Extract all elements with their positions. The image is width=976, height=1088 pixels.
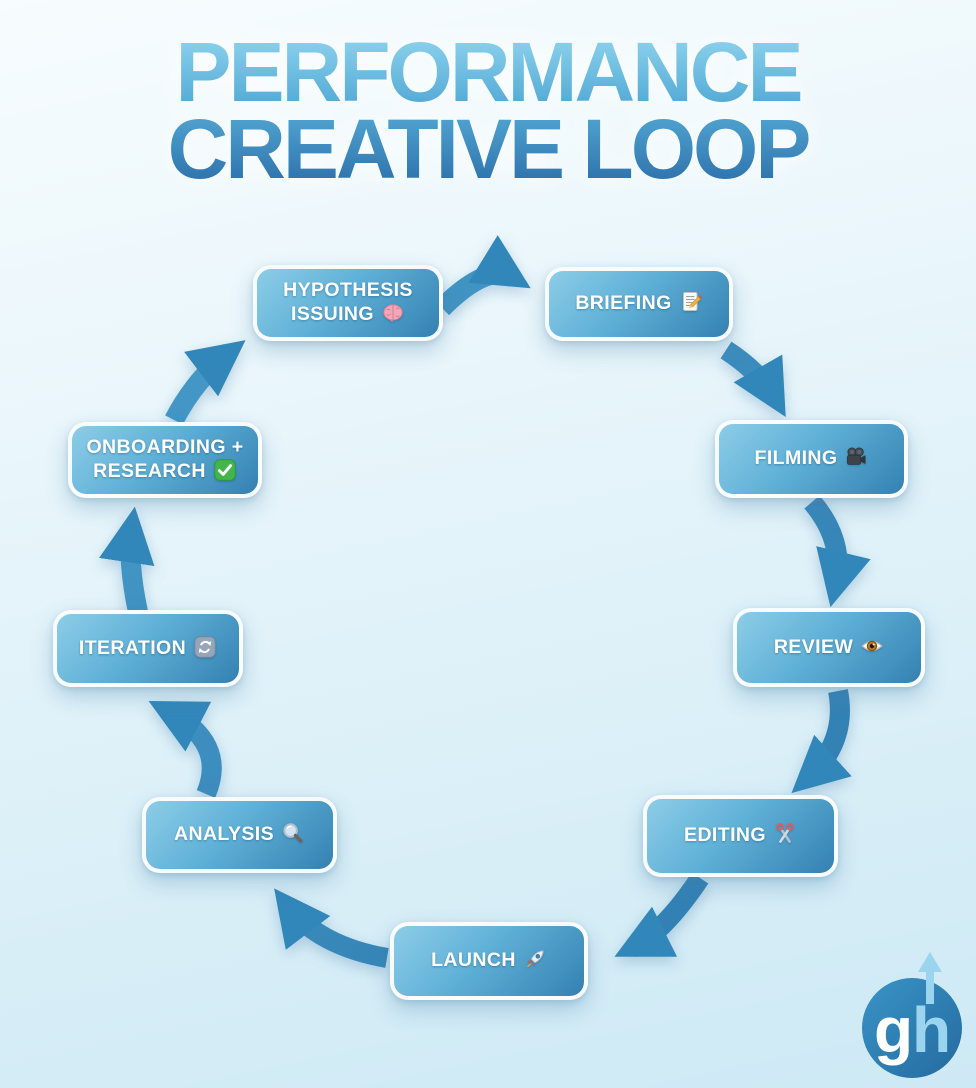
step-review: REVIEW: [733, 608, 925, 687]
logo-letter-h: h: [912, 994, 951, 1066]
rocket-icon: [523, 947, 547, 971]
step-label: EDITING: [684, 824, 766, 847]
logo-letter-g: g: [874, 994, 913, 1066]
step-content: ITERATION: [78, 635, 217, 661]
eye-icon: [860, 634, 884, 658]
iteration-arrows-icon: [193, 635, 217, 659]
arrow-onboarding-to-hypothesis: [165, 340, 246, 425]
step-content: HYPOTHESIS ISSUING: [267, 279, 429, 327]
step-iteration: ITERATION: [53, 610, 243, 687]
step-label: BRIEFING: [575, 292, 672, 315]
logo-circle: [862, 978, 962, 1078]
arrow-filming-to-review: [804, 495, 871, 608]
arrow-iteration-to-onboarding: [99, 506, 155, 615]
step-content: FILMING: [755, 447, 869, 471]
movie-camera-icon: [844, 445, 868, 469]
step-content: ANALYSIS: [174, 823, 305, 847]
step-editing: EDITING: [643, 795, 838, 877]
arrow-review-to-editing: [791, 689, 852, 794]
step-analysis: ANALYSIS: [142, 797, 337, 873]
check-mark-icon: [213, 458, 237, 482]
memo-icon: [679, 290, 703, 314]
step-label: FILMING: [754, 447, 838, 470]
step-content: BRIEFING: [575, 292, 702, 316]
step-content: EDITING: [684, 822, 797, 848]
arrow-launch-to-analysis: [274, 888, 389, 968]
step-content: REVIEW: [774, 636, 884, 660]
step-label: ANALYSIS: [173, 823, 274, 846]
logo-up-arrow-icon: [918, 952, 942, 1004]
step-label: LAUNCH: [431, 949, 516, 972]
brain-icon: [381, 301, 405, 325]
step-content: LAUNCH: [431, 949, 547, 973]
step-label: REVIEW: [773, 635, 854, 658]
step-content: ONBOARDING + RESEARCH: [82, 436, 248, 484]
gh-logo: g h: [862, 952, 962, 1078]
step-onboarding-research: ONBOARDING + RESEARCH: [68, 422, 262, 498]
step-launch: LAUNCH: [390, 922, 588, 1000]
step-label: HYPOTHESIS ISSUING: [283, 279, 413, 325]
step-briefing: BRIEFING: [545, 267, 733, 341]
arrow-hypothesis-to-briefing: [434, 235, 531, 316]
arrow-briefing-to-filming: [720, 341, 786, 418]
arrow-editing-to-launch: [614, 872, 709, 957]
step-label: ITERATION: [78, 636, 187, 659]
step-label: ONBOARDING + RESEARCH: [86, 436, 244, 482]
arrow-analysis-to-iteration: [148, 701, 222, 798]
step-hypothesis-issuing: HYPOTHESIS ISSUING: [253, 265, 443, 341]
step-filming: FILMING: [715, 420, 908, 498]
magnifying-glass-icon: [281, 821, 305, 845]
scissors-icon: [773, 822, 797, 846]
